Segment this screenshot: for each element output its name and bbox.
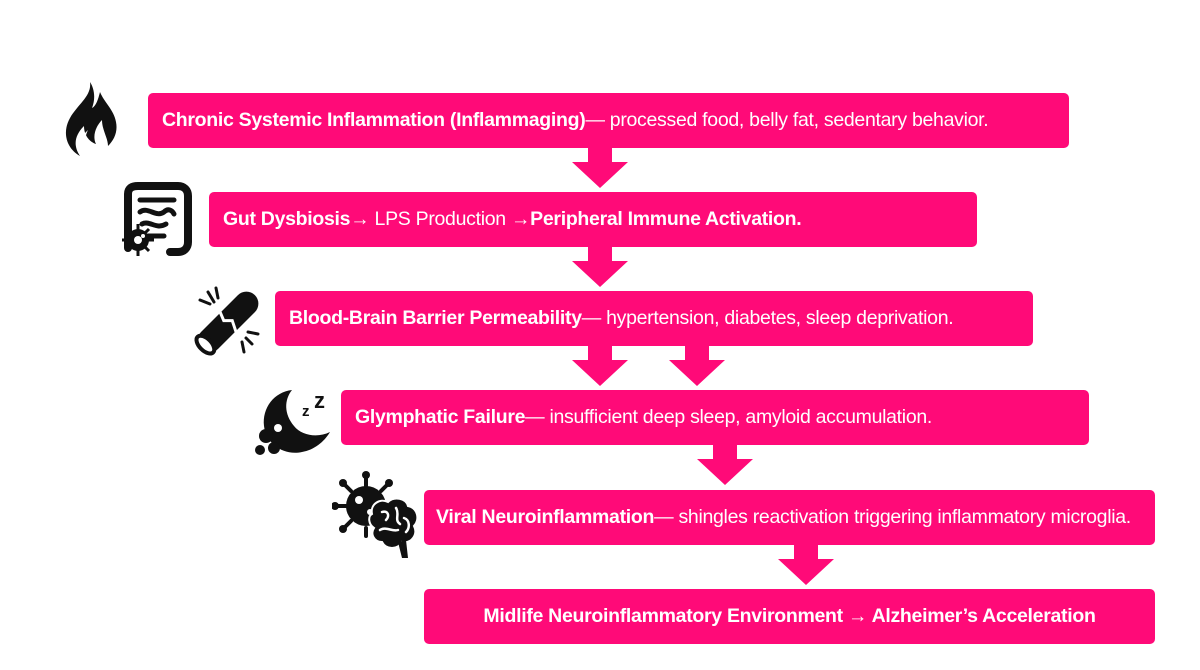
step-box-4: Glymphatic Failure — insufficient deep s…: [341, 390, 1089, 445]
step-4-detail: — insufficient deep sleep, amyloid accum…: [525, 406, 933, 428]
broken-blood-vessel-icon: [186, 282, 270, 365]
arrow-4-5: [697, 445, 753, 485]
flame-icon: [58, 80, 122, 163]
step-6-title: Midlife Neuroinflammatory Environment → …: [483, 605, 1096, 627]
step-box-2: Gut Dysbiosis → LPS Production → Periphe…: [209, 192, 977, 247]
step-1-detail: — processed food, belly fat, sedentary b…: [585, 109, 989, 131]
step-4-title: Glymphatic Failure: [355, 406, 526, 428]
step-5-detail: — shingles reactivation triggering infla…: [654, 506, 1131, 528]
arrow-1-2: [572, 148, 628, 188]
step-5-title: Viral Neuroinflammation: [436, 506, 655, 528]
step-3-title: Blood-Brain Barrier Permeability: [289, 307, 582, 329]
step-box-3: Blood-Brain Barrier Permeability — hyper…: [275, 291, 1033, 346]
step-box-5: Viral Neuroinflammation — shingles react…: [424, 490, 1155, 545]
step-2-title: Gut Dysbiosis: [223, 208, 351, 230]
step-2-outcome: Peripheral Immune Activation.: [530, 208, 802, 230]
intestine-bacteria-icon: [116, 178, 198, 265]
step-box-6: Midlife Neuroinflammatory Environment → …: [424, 589, 1155, 644]
step-box-1: Chronic Systemic Inflammation (Inflammag…: [148, 93, 1069, 148]
step-3-detail: — hypertension, diabetes, sleep deprivat…: [581, 307, 954, 329]
step-1-title: Chronic Systemic Inflammation (Inflammag…: [162, 109, 586, 131]
sleep-z-small: z: [302, 403, 310, 420]
step-2-detail: → LPS Production →: [350, 208, 531, 230]
arrow-5-6: [778, 545, 834, 585]
arrow-2-3: [572, 247, 628, 287]
arrow-3-4-right: [669, 346, 725, 386]
virus-brain-icon: [331, 470, 424, 567]
arrow-3-4-left: [572, 346, 628, 386]
sleep-z-large: z: [314, 388, 325, 413]
moon-sleep-icon: z z: [252, 378, 336, 467]
